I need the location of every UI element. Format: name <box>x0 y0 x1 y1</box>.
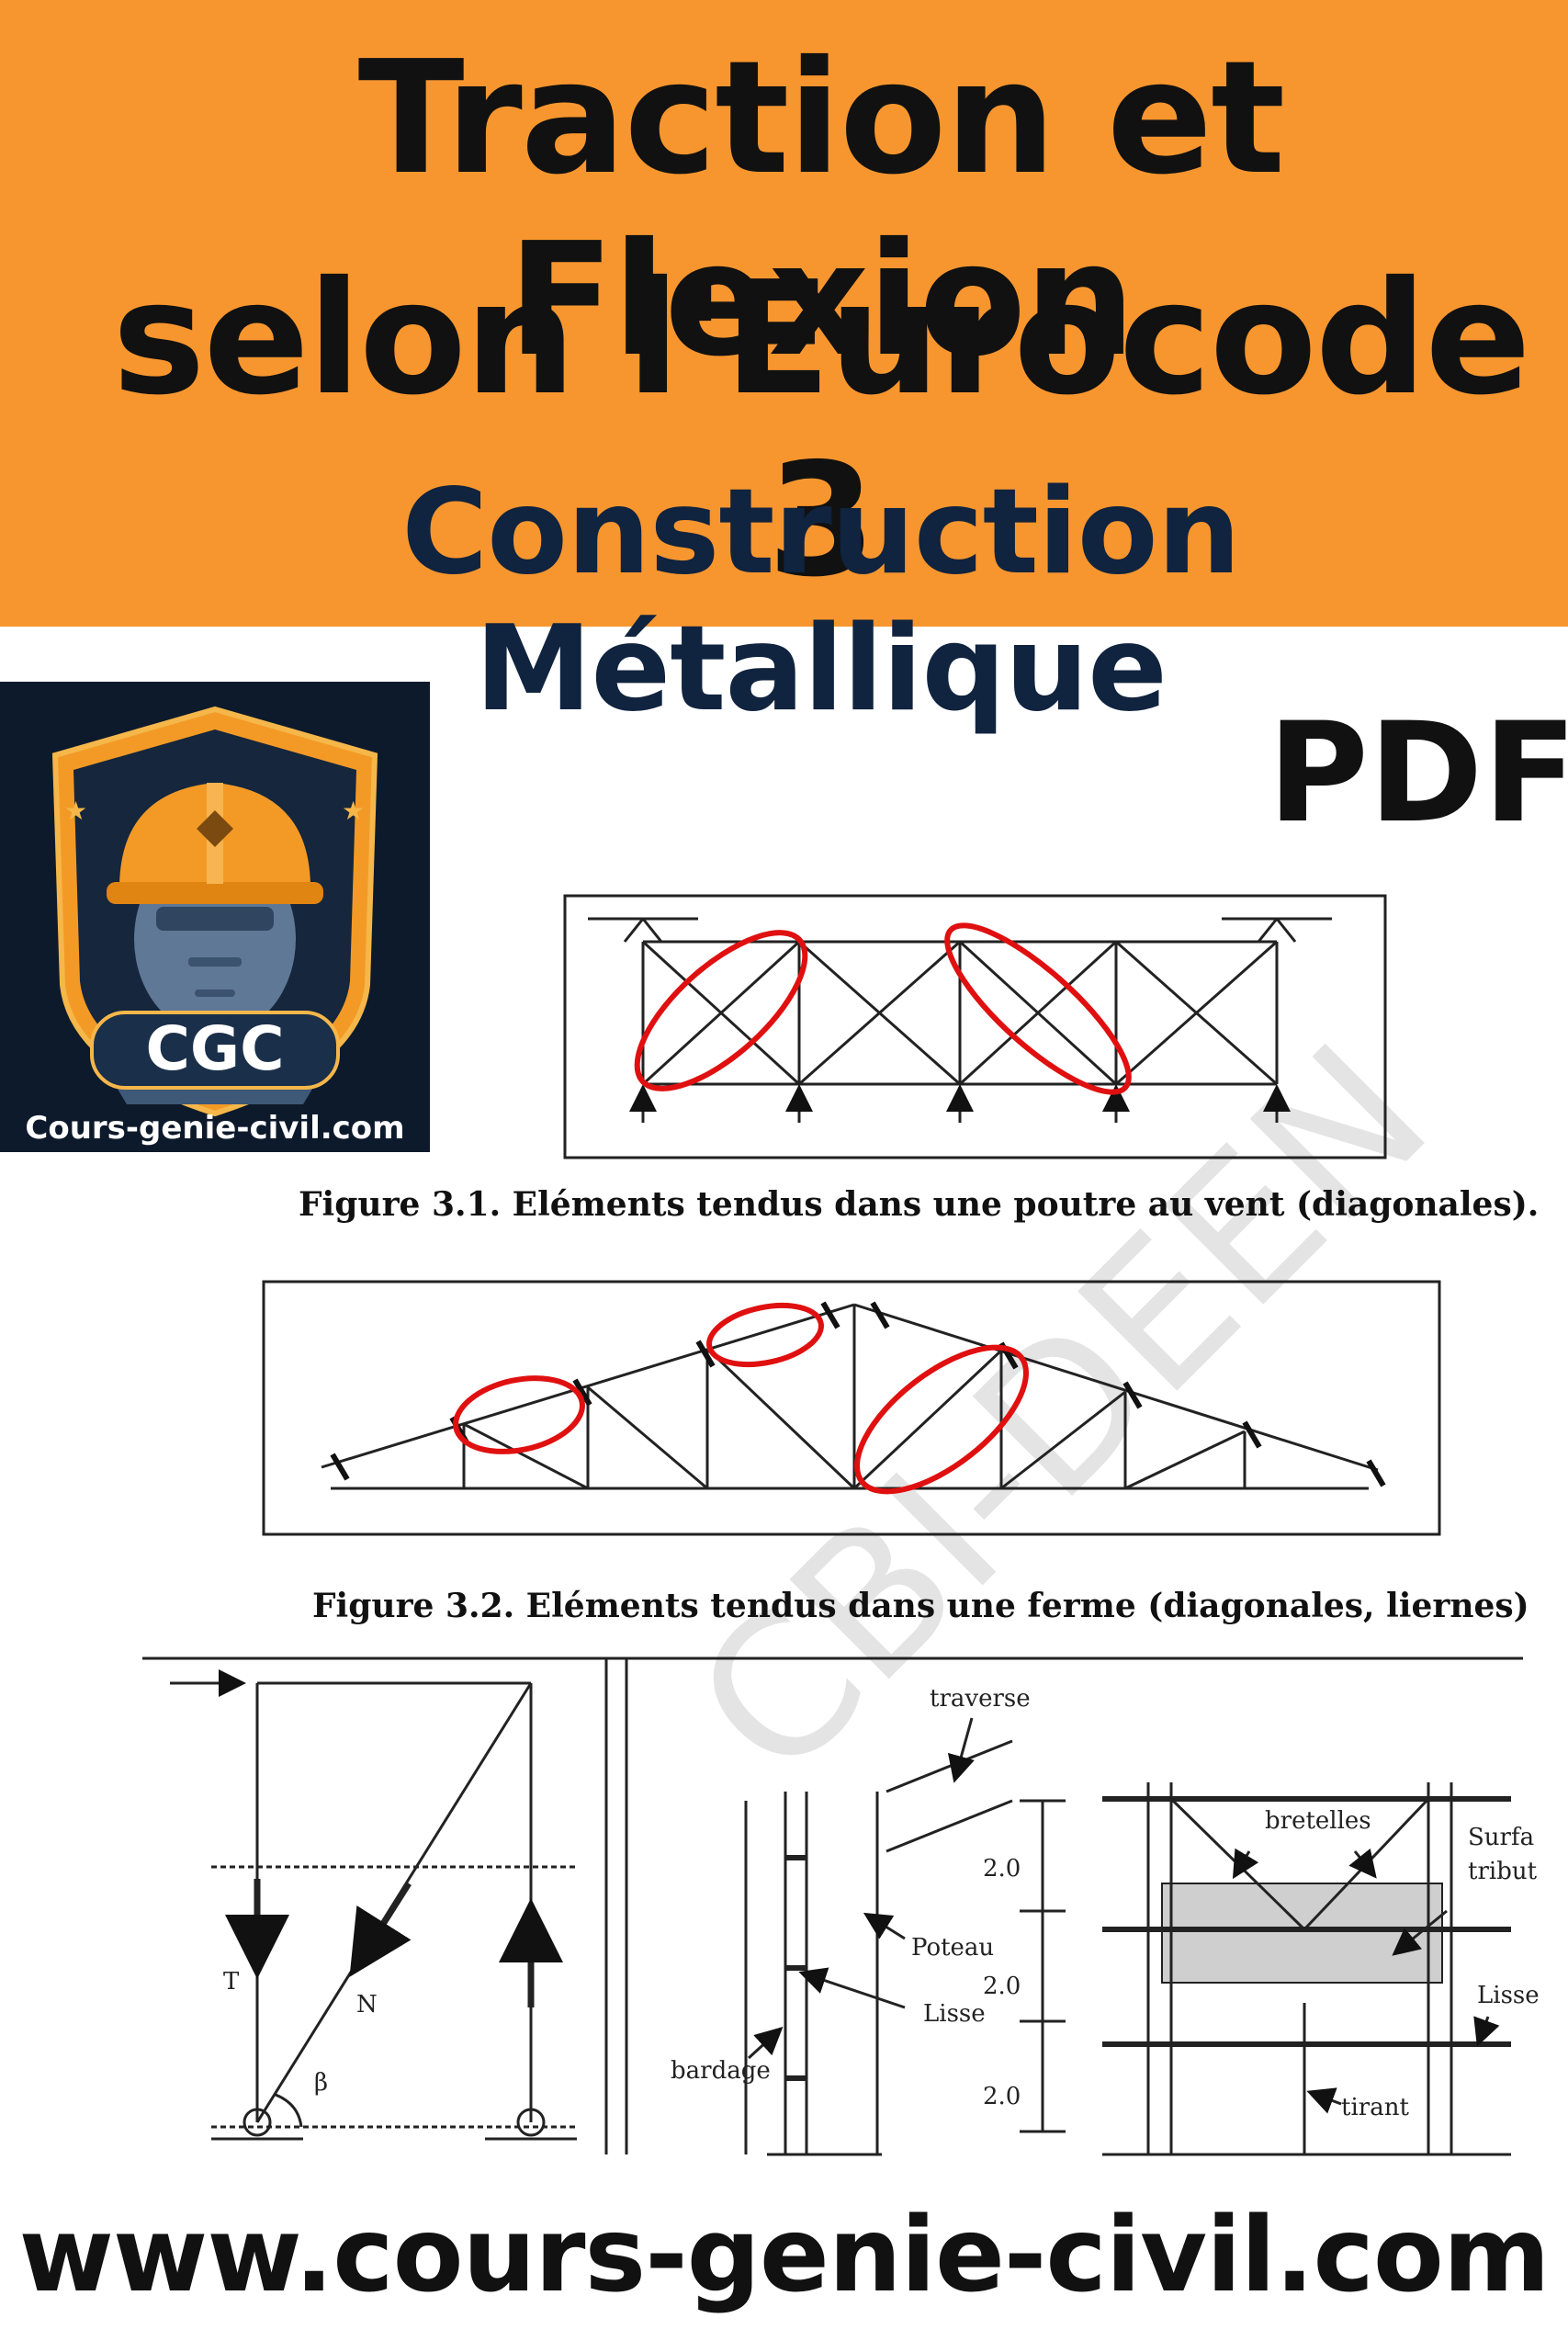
engineer-helmet-icon: CGC ★ ★ <box>51 706 378 1117</box>
figure-2-caption: Figure 3.2. Eléments tendus dans une fer… <box>312 1587 1529 1625</box>
figure-3-left-bracing <box>170 1669 579 2141</box>
figure-1-wind-bracing <box>563 894 1387 1159</box>
figure-3-frame <box>142 1657 1523 2154</box>
figure-2-purlins <box>330 1301 1386 1487</box>
label-poteau: Poteau <box>911 1934 994 1962</box>
label-bardage: bardage <box>671 2057 771 2085</box>
figure-2-highlights <box>453 1302 1029 1495</box>
label-traverse: traverse <box>930 1685 1031 1713</box>
label-t: T <box>223 1968 240 1996</box>
label-dim-1: 2.0 <box>983 1855 1021 1883</box>
label-surface: Surfa <box>1468 1824 1534 1851</box>
watermark: CBI-DEEN <box>654 1003 1471 1820</box>
label-lisse-middle: Lisse <box>923 2000 986 2028</box>
label-dim-2: 2.0 <box>983 1973 1021 2000</box>
figure-1-highlights <box>634 922 1132 1095</box>
logo-site-text: Cours-genie-civil.com <box>25 1110 405 1147</box>
label-dim-3: 2.0 <box>983 2083 1021 2110</box>
title-line-2: selon l'Eurocode 3 <box>112 248 1530 612</box>
title-banner: Traction et Flexion selon l'Eurocode 3 C… <box>0 0 1568 738</box>
label-lisse-right: Lisse <box>1477 1982 1540 2009</box>
label-bretelles: bretelles <box>1265 1807 1371 1835</box>
cgc-logo: CGC ★ ★ Cours-genie-civil.com <box>0 682 430 1152</box>
subtitle: Construction Métallique <box>401 464 1241 738</box>
figure-3-middle-section <box>744 1717 1066 2156</box>
label-tributaire: tribut <box>1468 1858 1538 1885</box>
figure-2-roof-truss <box>262 1280 1441 1536</box>
figure-3-right-bracing <box>1102 1782 1511 2156</box>
footer-url: www.cours-genie-civil.com <box>18 2196 1550 2315</box>
figure-1-caption: Figure 3.1. Eléments tendus dans une pou… <box>299 1185 1540 1224</box>
logo-badge-text: CGC <box>145 1013 284 1084</box>
label-beta: β <box>314 2069 328 2097</box>
label-n: N <box>356 1991 378 2018</box>
pdf-label: PDF <box>1268 694 1568 854</box>
svg-text:★: ★ <box>64 796 87 826</box>
svg-text:★: ★ <box>342 796 365 826</box>
title-line-1: Traction et Flexion <box>357 28 1286 391</box>
tributary-area <box>1161 1883 1443 1984</box>
label-tirant: tirant <box>1341 2094 1409 2121</box>
